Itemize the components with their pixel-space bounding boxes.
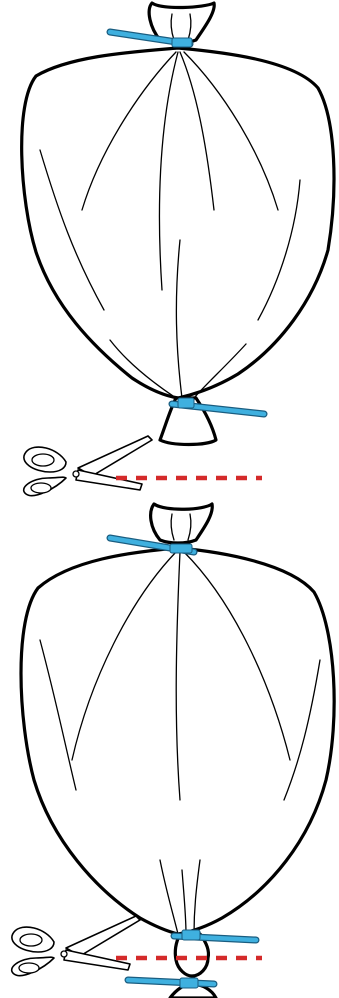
- scissors-icon: [12, 916, 140, 976]
- top-knot: [151, 504, 213, 543]
- tied-bag-icon: [21, 504, 334, 998]
- scissors-icon: [24, 436, 152, 496]
- twist-tie-icon: [128, 978, 214, 988]
- step-1-panel: [22, 3, 334, 496]
- tied-bag-icon: [22, 3, 334, 445]
- twist-tie-icon: [174, 930, 256, 940]
- step-2-panel: [12, 504, 334, 998]
